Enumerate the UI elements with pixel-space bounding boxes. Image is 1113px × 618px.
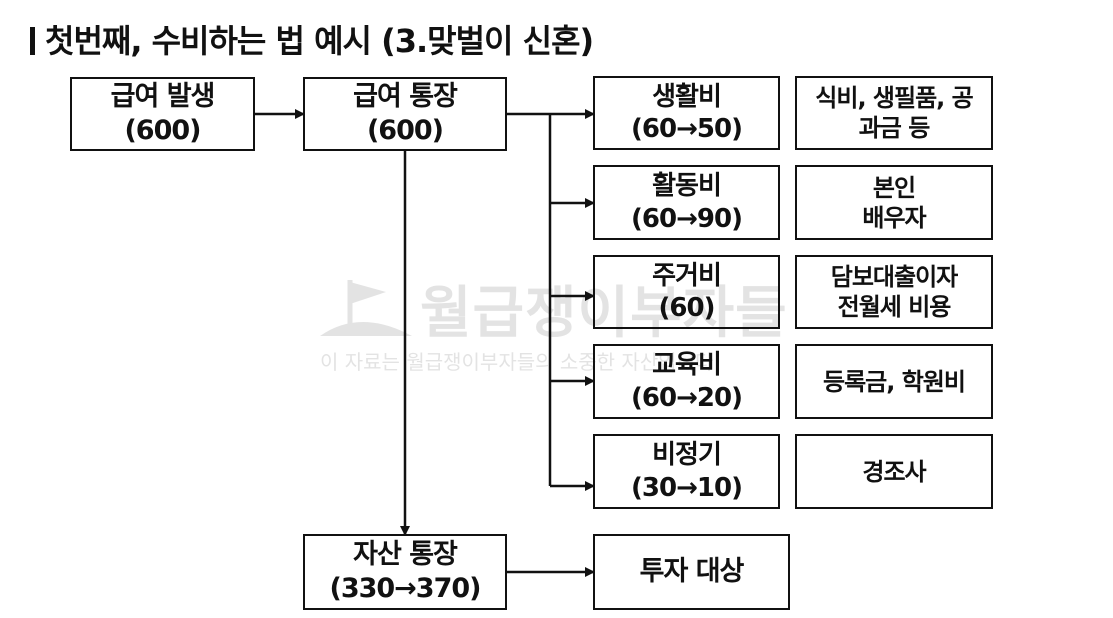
desc-line: 경조사 bbox=[862, 457, 926, 486]
box-asset-account-label: 자산 통장 bbox=[353, 539, 458, 571]
page-title: 첫번째, 수비하는 법 예시 (3.맞벌이 신혼) bbox=[30, 16, 594, 62]
category-name: 주거비 bbox=[652, 260, 722, 291]
category-amount: (60) bbox=[658, 293, 716, 323]
box-desc-education: 등록금, 학원비 bbox=[795, 344, 993, 419]
category-amount: (30→10) bbox=[631, 472, 743, 503]
category-amount: (60→20) bbox=[631, 382, 743, 413]
box-category-irregular: 비정기 (30→10) bbox=[593, 434, 780, 509]
box-salary-label: 급여 발생 bbox=[110, 81, 216, 113]
desc-line: 본인 bbox=[872, 173, 916, 202]
category-name: 비정기 bbox=[652, 440, 722, 470]
box-category-housing: 주거비 (60) bbox=[593, 255, 780, 329]
category-name: 활동비 bbox=[652, 171, 722, 201]
desc-line: 담보대출이자 bbox=[830, 263, 958, 291]
box-category-activity: 활동비 (60→90) bbox=[593, 165, 780, 240]
box-desc-irregular: 경조사 bbox=[795, 434, 993, 509]
box-salary-amount: (600) bbox=[124, 115, 201, 146]
box-category-education: 교육비 (60→20) bbox=[593, 344, 780, 419]
title-text: 첫번째, 수비하는 법 예시 (3.맞벌이 신혼) bbox=[45, 22, 594, 60]
box-investment-label: 투자 대상 bbox=[639, 556, 745, 588]
category-amount: (60→50) bbox=[631, 114, 743, 144]
desc-line: 과금 등 bbox=[858, 114, 931, 142]
box-desc-living: 식비, 생필품, 공 과금 등 bbox=[795, 76, 993, 150]
category-amount: (60→90) bbox=[631, 203, 743, 234]
category-name: 생활비 bbox=[652, 81, 722, 112]
title-bar-marker bbox=[30, 27, 35, 55]
box-desc-activity: 본인 배우자 bbox=[795, 165, 993, 240]
box-desc-housing: 담보대출이자 전월세 비용 bbox=[795, 255, 993, 329]
category-name: 교육비 bbox=[652, 350, 722, 380]
desc-line: 등록금, 학원비 bbox=[823, 367, 966, 396]
box-salary: 급여 발생 (600) bbox=[70, 77, 255, 151]
box-salary-account: 급여 통장 (600) bbox=[303, 77, 507, 151]
box-asset-account-amount: (330→370) bbox=[329, 573, 481, 604]
desc-line: 배우자 bbox=[862, 203, 926, 232]
box-asset-account: 자산 통장 (330→370) bbox=[303, 534, 507, 610]
desc-line: 전월세 비용 bbox=[837, 293, 952, 321]
desc-line: 식비, 생필품, 공 bbox=[815, 84, 973, 112]
box-salary-account-label: 급여 통장 bbox=[353, 81, 458, 113]
box-investment: 투자 대상 bbox=[593, 534, 790, 610]
box-category-living: 생활비 (60→50) bbox=[593, 76, 780, 150]
box-salary-account-amount: (600) bbox=[366, 115, 444, 146]
